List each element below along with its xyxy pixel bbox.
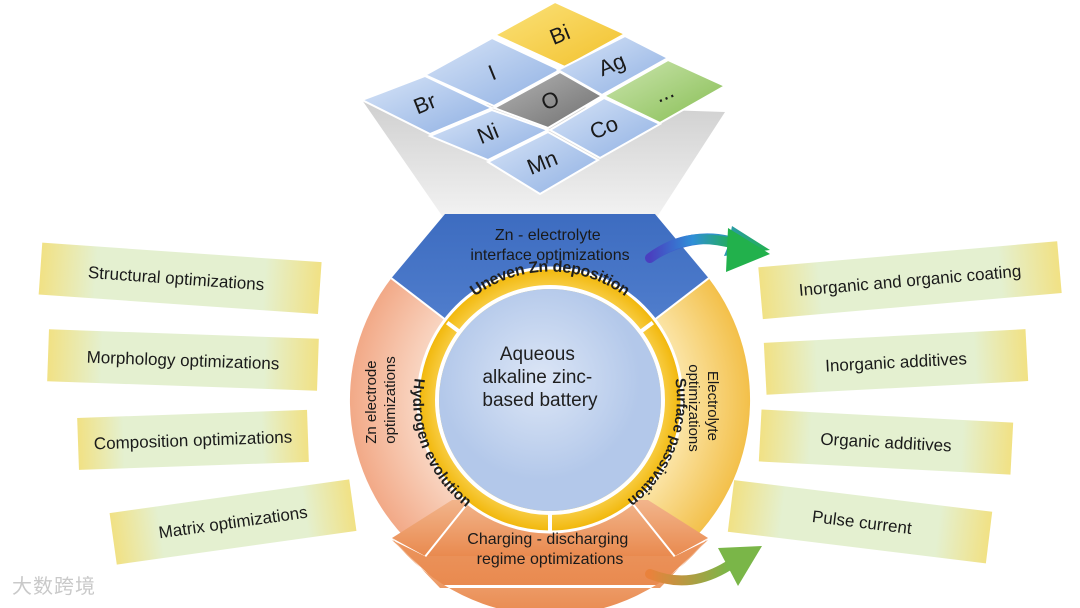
label-box <box>77 409 309 470</box>
curved-arrow-icon <box>645 546 762 586</box>
sector-top-line-2: interface optimizations <box>470 247 629 264</box>
left-label: Composition optimizations <box>77 409 309 470</box>
left-label: Matrix optimizations <box>109 479 357 565</box>
left-label: Morphology optimizations <box>47 329 319 391</box>
label-box <box>727 480 993 564</box>
center-disk <box>439 289 661 511</box>
left-label: Structural optimizations <box>38 242 322 315</box>
sector-right-line-1: Electrolyte <box>704 371 721 441</box>
svg-text:Charging - discharging reg: Charging - discharging regime optimizati… <box>467 531 632 568</box>
sector-bottom-line-1: Charging - discharging <box>467 531 628 548</box>
element-tile: Co <box>547 96 663 160</box>
label-box <box>109 479 357 565</box>
label-box <box>758 409 1014 475</box>
ring-divider <box>445 321 463 335</box>
right-label: Pulse current <box>727 480 993 564</box>
sector-left-line-1: Zn electrode <box>363 360 380 443</box>
svg-text:Electrolyte optimizations: Electrolyte optimizations <box>685 364 721 452</box>
element-tile: Mn <box>485 130 601 196</box>
ring-divider <box>637 321 655 335</box>
center-line-1: Aqueous <box>500 344 575 365</box>
sector-right-line-2: optimizations <box>685 364 702 452</box>
right-label: Inorganic additives <box>763 329 1029 395</box>
center-line-3: based battery <box>482 390 598 411</box>
right-label: Inorganic and organic coating <box>758 241 1062 320</box>
element-tile: ... <box>601 58 728 125</box>
right-label: Organic additives <box>758 409 1014 475</box>
svg-text:Zn - electrolyte interface: Zn - electrolyte interface optimizations <box>470 227 629 264</box>
element-tile: Br <box>359 74 495 136</box>
sector-top-line-1: Zn - electrolyte <box>495 227 601 244</box>
svg-text:Zn electrode optimizations: Zn electrode optimizations <box>363 356 399 444</box>
element-tile: Ag <box>555 34 671 97</box>
right-label-list: Inorganic and organic coating Inorganic … <box>727 241 1062 564</box>
element-tile: Ni <box>427 108 551 162</box>
left-label-list: Structural optimizations Morphology opti… <box>38 242 357 565</box>
watermark-logo: 大数跨境 <box>12 574 96 598</box>
center-line-2: alkaline zinc- <box>482 367 592 388</box>
sector-left-line-2: optimizations <box>382 356 399 444</box>
curved-arrow-icon <box>645 226 770 272</box>
element-tile: Bi <box>492 0 628 69</box>
sector-bottom-line-2: regime optimizations <box>477 551 624 568</box>
element-grid: Bi I Ag Br O ... Ni Co <box>359 0 728 196</box>
label-box <box>38 242 322 315</box>
label-box <box>758 241 1062 320</box>
label-box <box>763 329 1029 395</box>
charging-regime-sector-base <box>392 538 708 608</box>
label-box <box>47 329 319 391</box>
svg-text:Aqueous alkaline zinc-: Aqueous alkaline zinc- based battery <box>482 344 598 411</box>
